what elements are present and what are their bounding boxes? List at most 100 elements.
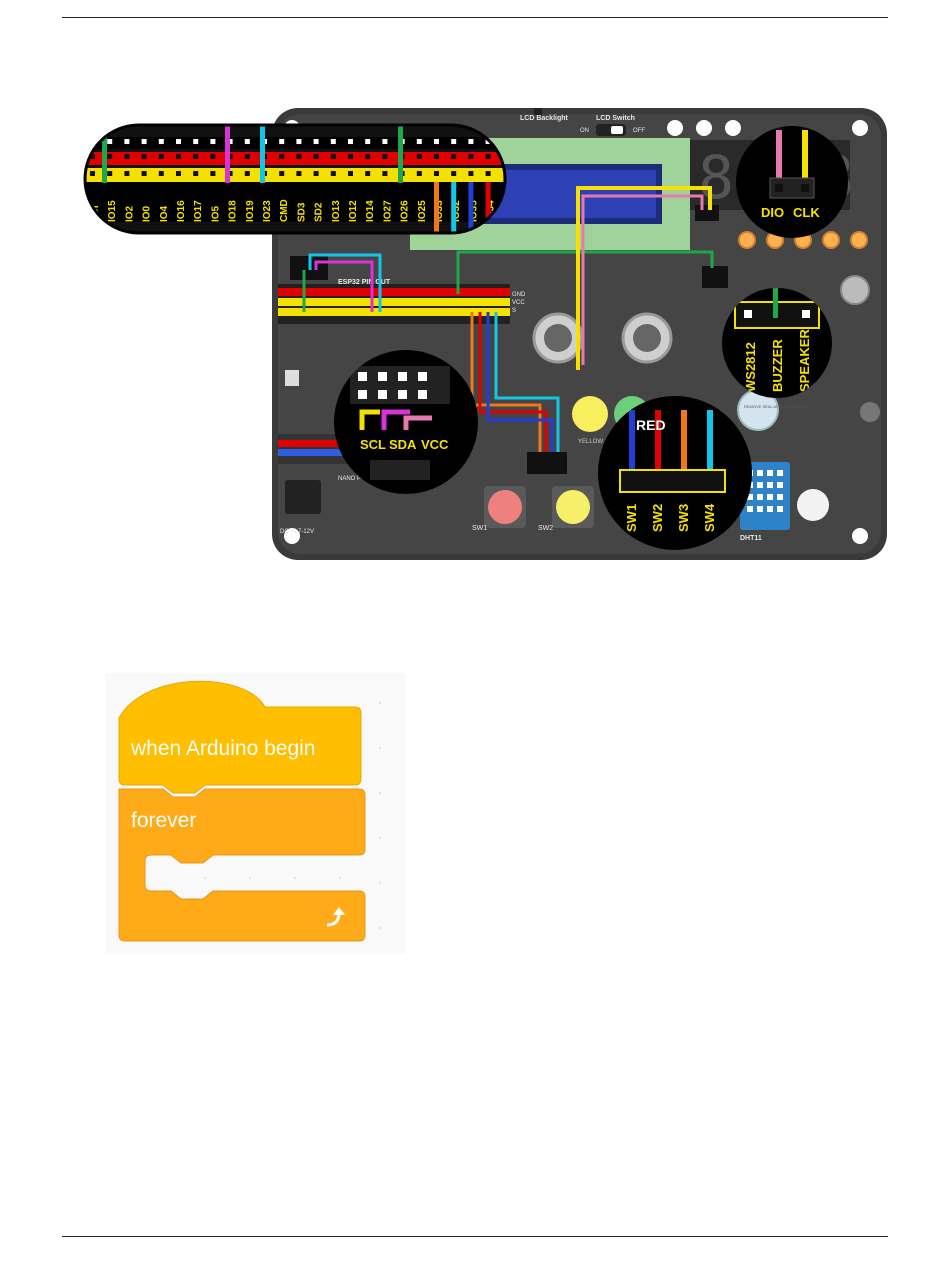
header-socket (296, 154, 302, 159)
sw2-label: SW2 (538, 525, 553, 532)
led-row (738, 231, 868, 249)
header-socket (434, 154, 439, 159)
header-socket (176, 139, 181, 144)
header-socket (296, 171, 302, 176)
dio-label: DIO (761, 205, 784, 220)
header-pin-label: IO0 (142, 205, 153, 222)
header-socket (158, 171, 164, 176)
header-socket (124, 139, 130, 144)
header-socket (176, 154, 181, 159)
header-socket (468, 171, 474, 176)
header-pin-label: IO2 (124, 205, 135, 222)
hat-block-shape (118, 680, 362, 794)
header-socket (279, 154, 285, 159)
on-label: ON (580, 128, 589, 134)
clk-label: CLK (793, 205, 820, 220)
header-socket (244, 139, 250, 144)
header-socket (158, 139, 164, 144)
header-socket (468, 139, 474, 144)
header-socket (244, 154, 250, 159)
header-socket (313, 139, 319, 144)
header-socket (434, 171, 439, 176)
header-socket (348, 171, 353, 176)
header-socket (296, 139, 302, 144)
when-arduino-begin-block[interactable]: when Arduino begin (118, 680, 362, 794)
buzzer-zoom: WS2812 BUZZER SPEAKER (722, 288, 832, 398)
sda-label: SDA (389, 437, 417, 452)
header-socket (434, 139, 439, 144)
remove-seal-label: REMOVE SEAL AFTER WASHING (744, 404, 807, 409)
header-pin-label: IO16 (176, 200, 187, 222)
header-socket (90, 154, 95, 159)
header-socket (244, 171, 250, 176)
header-socket (365, 171, 371, 176)
dht11-label: DHT11 (740, 535, 762, 542)
header-socket (107, 139, 113, 144)
header-socket (451, 154, 457, 159)
forever-block-label: forever (131, 809, 196, 832)
loop-arrow-icon (326, 907, 345, 927)
header-socket (382, 139, 388, 144)
header-socket (193, 171, 199, 176)
gnd-label: GND (512, 292, 526, 298)
scl-label: SCL (360, 437, 386, 452)
hat-block-label: when Arduino begin (130, 737, 315, 760)
header-pin-label: IO26 (400, 200, 411, 222)
header-pin-label: IO34 (486, 200, 497, 222)
dht11-sensor: DHT11 (740, 462, 790, 542)
sw4-zoom-label: SW4 (702, 503, 717, 532)
red-label: RED (636, 417, 666, 433)
ultrasonic-sensor (532, 312, 673, 364)
header-socket (330, 139, 336, 144)
tm1650-port (695, 205, 719, 221)
forever-block-shape (118, 788, 366, 942)
code-blocks-panel: when Arduino begin forever (105, 673, 406, 954)
pir-sensor (797, 489, 829, 521)
header-socket (210, 154, 216, 159)
lcd-switch-label: LCD Switch (596, 115, 635, 122)
buzzer-port (702, 266, 728, 288)
header-socket (416, 154, 422, 159)
sw2-zoom-label: SW2 (650, 504, 665, 532)
header-rule (62, 17, 888, 18)
header-pin-label: IO17 (193, 200, 204, 222)
wires (302, 186, 714, 452)
vcc-zoom-label: VCC (421, 437, 449, 452)
header-pin-label: IO32 (451, 200, 462, 222)
header-zoom-wire (434, 182, 439, 233)
sw1-zoom-label: SW1 (624, 504, 639, 532)
buttons: SW1 SW2 (472, 486, 594, 532)
potentiometer (840, 275, 870, 305)
header-socket (313, 171, 319, 176)
nano-label: NANO P (338, 476, 361, 482)
header-socket (348, 154, 353, 159)
header-socket (485, 171, 491, 176)
speaker-label: SPEAKER (797, 329, 812, 392)
esp32-pinout-label: ESP32 PIN OUT (338, 279, 391, 286)
header-socket (193, 154, 199, 159)
header-socket (468, 154, 474, 159)
buzzer-label: BUZZER (770, 339, 785, 392)
header-socket (124, 171, 130, 176)
header-socket (141, 139, 147, 144)
header-socket (451, 171, 457, 176)
switch-port (527, 452, 567, 474)
vcc-label: VCC (512, 300, 525, 306)
header-socket (382, 171, 388, 176)
header-socket (227, 154, 233, 159)
sensor-dot (860, 402, 880, 422)
header-pin-label: IO27 (382, 200, 393, 222)
sw3-zoom-label: SW3 (676, 504, 691, 532)
header-socket (227, 171, 233, 176)
header-socket (330, 171, 336, 176)
lcd-backlight-label: LCD Backlight (520, 115, 569, 122)
header-pin-label: IO25 (417, 200, 428, 222)
header-socket (141, 154, 147, 159)
header-socket (176, 171, 181, 176)
header-socket (210, 171, 216, 176)
header-pin-label: IO4 (159, 205, 170, 222)
forever-block[interactable]: forever (118, 788, 366, 942)
footer-rule (62, 1236, 888, 1237)
header-socket (210, 139, 216, 144)
